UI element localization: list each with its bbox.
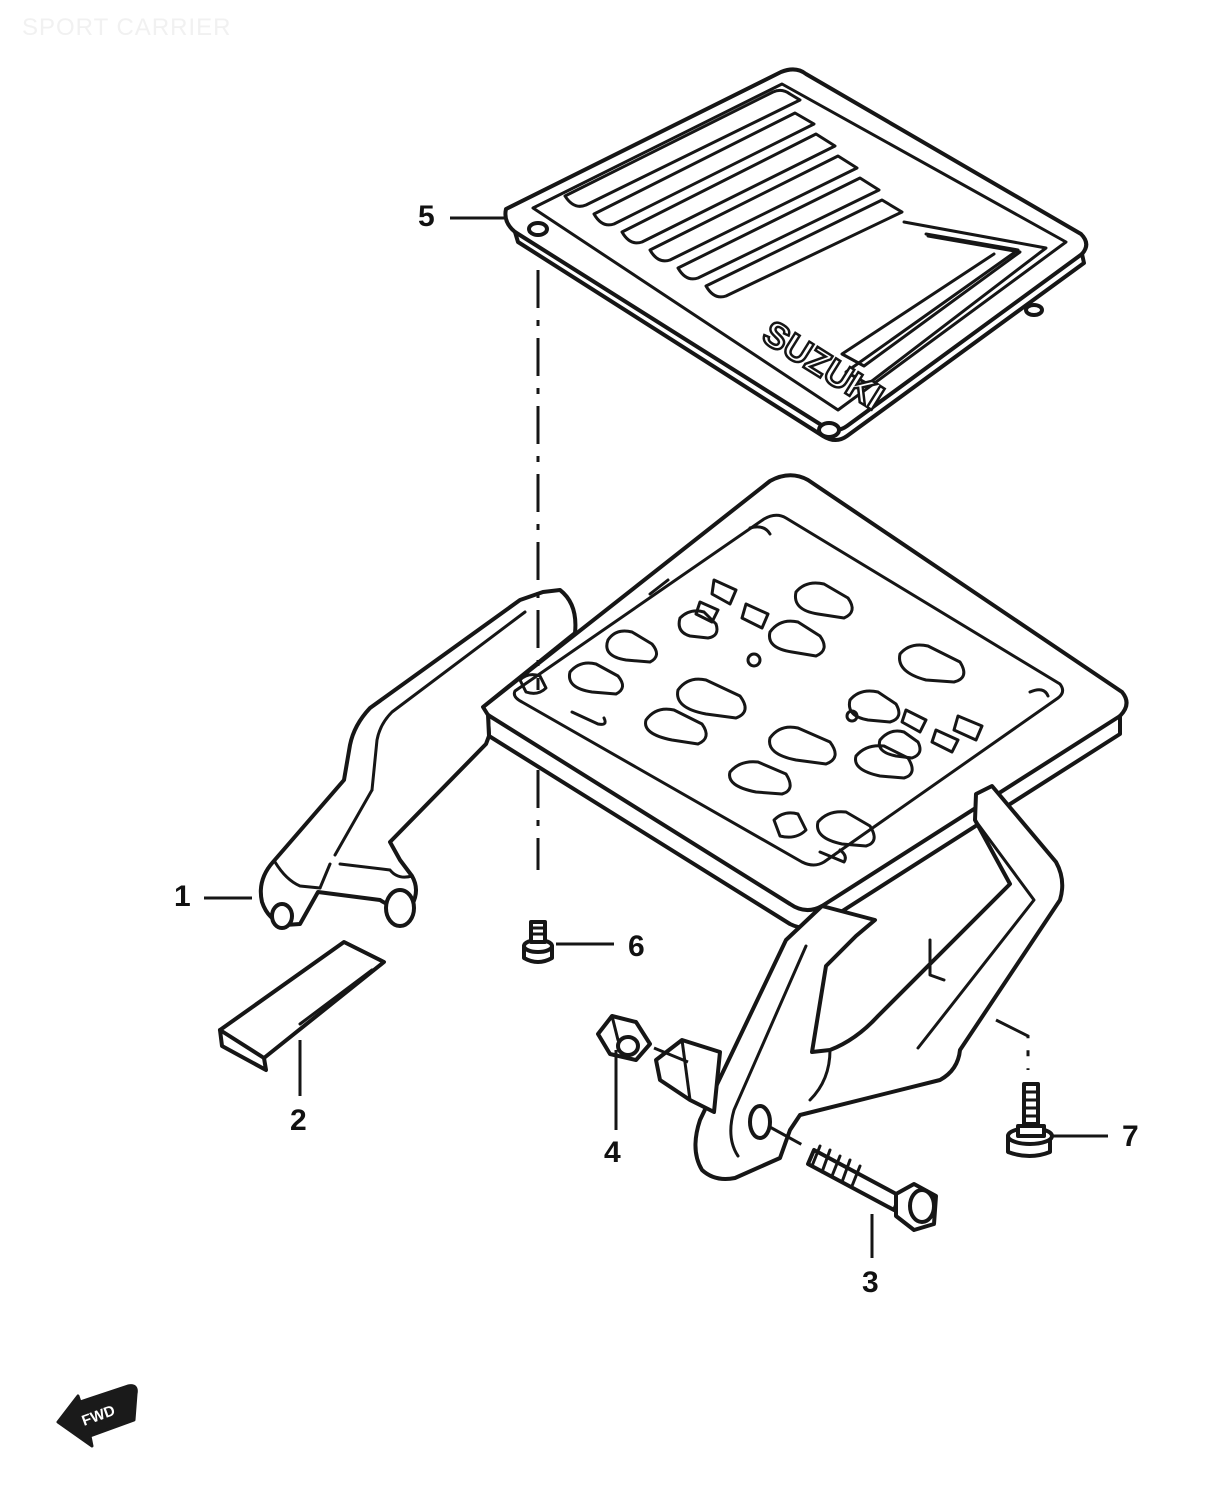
carrier-plate-icon[interactable]: SUZUKI bbox=[0, 0, 1089, 442]
watermark-title: SPORT CARRIER bbox=[22, 14, 232, 41]
screw-icon[interactable] bbox=[522, 920, 554, 964]
assembly-line-nut bbox=[653, 1046, 689, 1064]
callout-part-7: 7 bbox=[1122, 1120, 1139, 1153]
carrier-frame-icon[interactable] bbox=[258, 473, 1129, 1181]
callout-part-5: 5 bbox=[418, 200, 435, 233]
bolt-icon[interactable] bbox=[806, 1144, 938, 1232]
callout-part-1: 1 bbox=[174, 880, 191, 913]
nut-icon[interactable] bbox=[596, 1014, 652, 1062]
assembly-line-bolt-3 bbox=[767, 1124, 809, 1150]
cushion-pad-icon[interactable] bbox=[218, 940, 386, 1072]
callout-part-2: 2 bbox=[290, 1104, 307, 1137]
bolt-icon[interactable] bbox=[1006, 1082, 1054, 1158]
front-arrow-icon: FWD bbox=[56, 1384, 138, 1448]
callout-part-3: 3 bbox=[862, 1266, 879, 1299]
callout-part-6: 6 bbox=[628, 930, 645, 963]
callout-part-4: 4 bbox=[604, 1136, 621, 1169]
assembly-line-bolt-7 bbox=[995, 1018, 1030, 1070]
